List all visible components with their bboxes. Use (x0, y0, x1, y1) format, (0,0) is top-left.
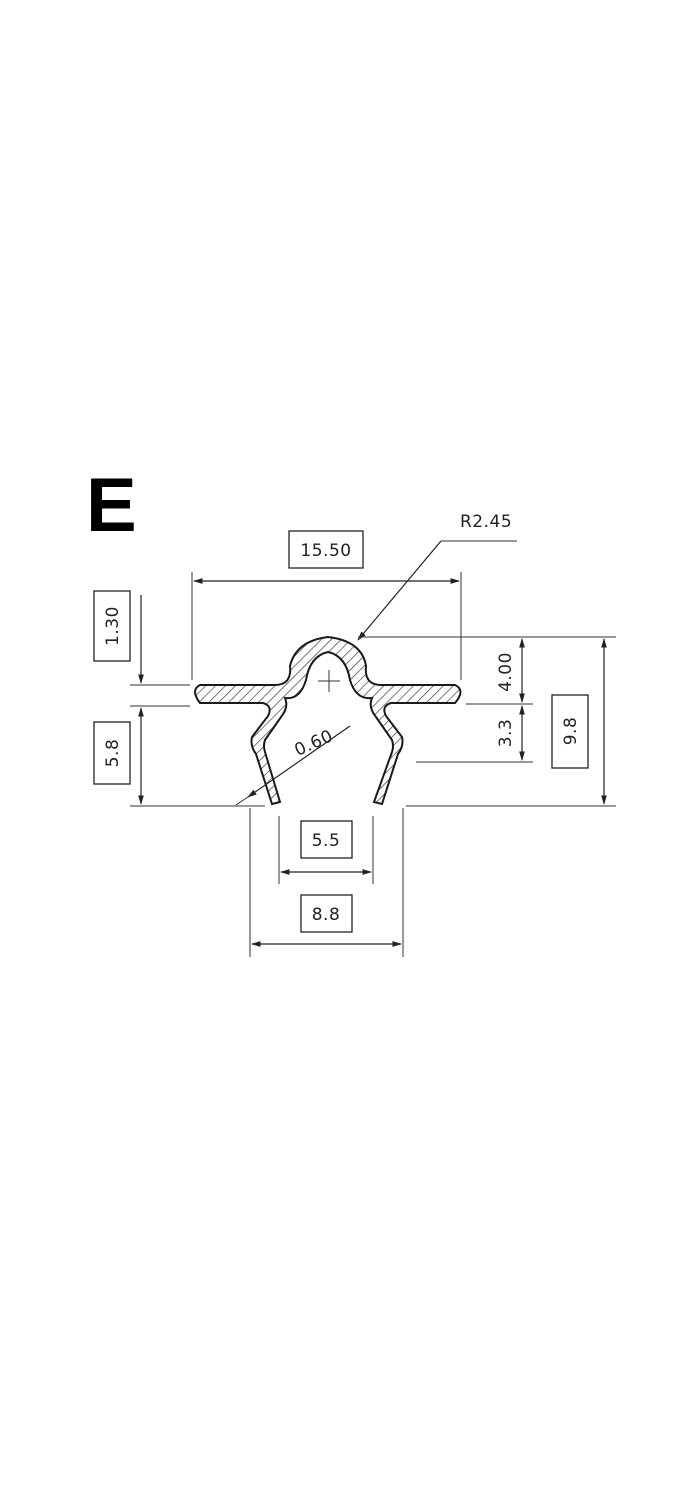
dimension-box (288, 530, 364, 569)
dimension-flange-thickness: 1.30 (103, 606, 123, 646)
dimension-wall-thickness: 0.60 (292, 726, 337, 760)
dimension-box (93, 590, 131, 662)
leader-line-wall (235, 796, 249, 806)
dimension-outer-opening: 8.8 (312, 905, 341, 925)
dimension-lower-height: 5.8 (103, 739, 123, 768)
clip-profile-left-flange (194, 635, 462, 806)
leader-line-wall (247, 725, 351, 798)
dimension-total-height: 9.8 (561, 717, 581, 746)
dimension-leg-height: 3.3 (496, 719, 516, 748)
dimension-box (300, 894, 353, 933)
leader-line-radius (357, 540, 442, 641)
dimension-inner-opening: 5.5 (312, 831, 341, 851)
dimension-box (300, 820, 353, 859)
dimension-radius: R2.45 (460, 512, 512, 532)
dimension-width-top: 15.50 (300, 541, 351, 561)
dimension-dome-height: 4.00 (496, 652, 516, 692)
dimension-box (93, 721, 131, 785)
dimension-box (551, 694, 589, 769)
panel-label: E (86, 463, 137, 548)
